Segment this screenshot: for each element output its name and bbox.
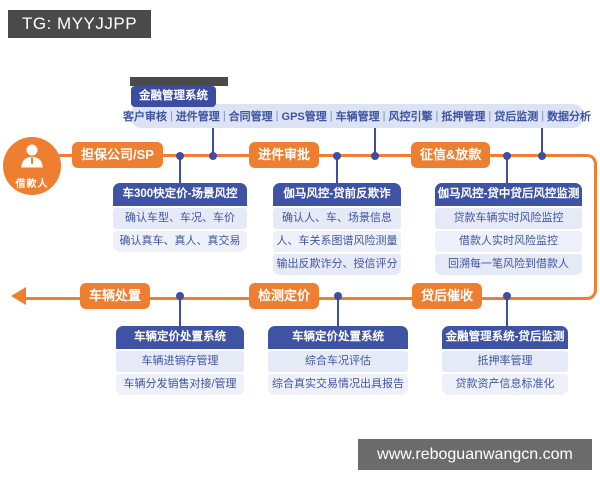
- module-item: 合同管理: [228, 111, 273, 123]
- card-title: 伽马风控-贷前反欺诈: [273, 183, 401, 206]
- card-gamma-monitoring: 伽马风控-贷中贷后风控监测 贷款车辆实时风险监控 借款人实时风险监控 回溯每一笔…: [435, 183, 582, 275]
- module-item: 客户审核: [122, 111, 167, 123]
- card-vehicle-disposal-system: 车辆定价处置系统 车辆进销存管理 车辆分发销售对接/管理: [116, 326, 244, 395]
- connector-up: [541, 128, 543, 156]
- module-item: 进件管理: [175, 111, 220, 123]
- flow-end-arrow-icon: [11, 287, 26, 305]
- card-pricing-disposal-system: 车辆定价处置系统 综合车况评估 综合真实交易情况出具报告: [268, 326, 408, 395]
- card-postloan-monitoring: 金融管理系统-贷后监测 抵押率管理 贷款资产信息标准化: [442, 326, 568, 395]
- stage-intake-approval: 进件审批: [249, 142, 320, 168]
- stage-inspection-pricing: 检测定价: [249, 283, 320, 309]
- card-row: 贷款资产信息标准化: [442, 374, 568, 395]
- borrower-node: 借款人: [3, 137, 61, 195]
- borrower-label: 借款人: [15, 179, 49, 190]
- card-che300-pricing: 车300快定价-场景风控 确认车型、车况、车价 确认真车、真人、真交易: [113, 183, 247, 252]
- node-dot: [371, 152, 379, 160]
- card-title: 车辆定价处置系统: [268, 326, 408, 349]
- connector-down: [179, 157, 181, 184]
- separator: |: [488, 110, 492, 122]
- node-dot: [334, 292, 342, 300]
- connector-down: [336, 157, 338, 184]
- card-row: 确认真车、真人、真交易: [113, 231, 247, 252]
- node-dot: [538, 152, 546, 160]
- person-icon: [21, 144, 43, 168]
- card-row: 车辆分发销售对接/管理: [116, 374, 244, 395]
- system-badge: 金融管理系统: [131, 86, 216, 107]
- stage-guarantee: 担保公司/SP: [72, 142, 163, 168]
- stage-vehicle-disposal: 车辆处置: [80, 283, 151, 309]
- module-item: 抵押管理: [441, 111, 486, 123]
- card-title: 车辆定价处置系统: [116, 326, 244, 349]
- separator: |: [435, 110, 439, 122]
- card-row: 回溯每一笔风险到借款人: [435, 254, 582, 275]
- separator: |: [382, 110, 386, 122]
- card-row: 车辆进销存管理: [116, 351, 244, 372]
- separator: |: [169, 110, 173, 122]
- module-item: 风控引擎: [388, 111, 433, 123]
- card-row: 抵押率管理: [442, 351, 568, 372]
- node-dot: [333, 152, 341, 160]
- connector-down: [179, 296, 181, 327]
- card-row: 输出反欺诈分、授信评分: [273, 254, 401, 275]
- module-bar: 客户审核| 进件管理| 合同管理| GPS管理| 车辆管理| 风控引擎| 抵押管…: [123, 104, 591, 128]
- connector-down: [506, 296, 508, 327]
- connector-up: [374, 128, 376, 156]
- card-row: 综合车况评估: [268, 351, 408, 372]
- module-item: 贷后监测: [494, 111, 539, 123]
- card-title: 金融管理系统-贷后监测: [442, 326, 568, 349]
- stage-collection: 贷后催收: [412, 283, 483, 309]
- separator: |: [329, 110, 333, 122]
- card-row: 综合真实交易情况出具报告: [268, 374, 408, 395]
- node-dot: [503, 292, 511, 300]
- node-dot: [503, 152, 511, 160]
- stage-credit-loan: 征信&放款: [411, 142, 491, 168]
- card-title: 车300快定价-场景风控: [113, 183, 247, 206]
- separator: |: [222, 110, 226, 122]
- watermark-url: www.reboguanwangcn.com: [358, 439, 592, 470]
- separator: |: [275, 110, 279, 122]
- card-row: 确认车型、车况、车价: [113, 208, 247, 229]
- module-item: 数据分析: [547, 111, 592, 123]
- connector-down: [337, 296, 339, 327]
- card-row: 人、车关系图谱风险测量: [273, 231, 401, 252]
- connector-down: [506, 157, 508, 184]
- node-dot: [176, 292, 184, 300]
- separator: |: [541, 110, 545, 122]
- card-row: 借款人实时风险监控: [435, 231, 582, 252]
- card-row: 确认人、车、场景信息: [273, 208, 401, 229]
- node-dot: [209, 152, 217, 160]
- node-dot: [176, 152, 184, 160]
- module-item: 车辆管理: [335, 111, 380, 123]
- top-gray-strip: [130, 77, 228, 86]
- tg-tag: TG: MYYJJPP: [8, 10, 152, 38]
- card-row: 贷款车辆实时风险监控: [435, 208, 582, 229]
- module-item: GPS管理: [281, 111, 327, 123]
- card-gamma-prefraud: 伽马风控-贷前反欺诈 确认人、车、场景信息 人、车关系图谱风险测量 输出反欺诈分…: [273, 183, 401, 275]
- card-title: 伽马风控-贷中贷后风控监测: [435, 183, 582, 206]
- connector-up: [212, 128, 214, 156]
